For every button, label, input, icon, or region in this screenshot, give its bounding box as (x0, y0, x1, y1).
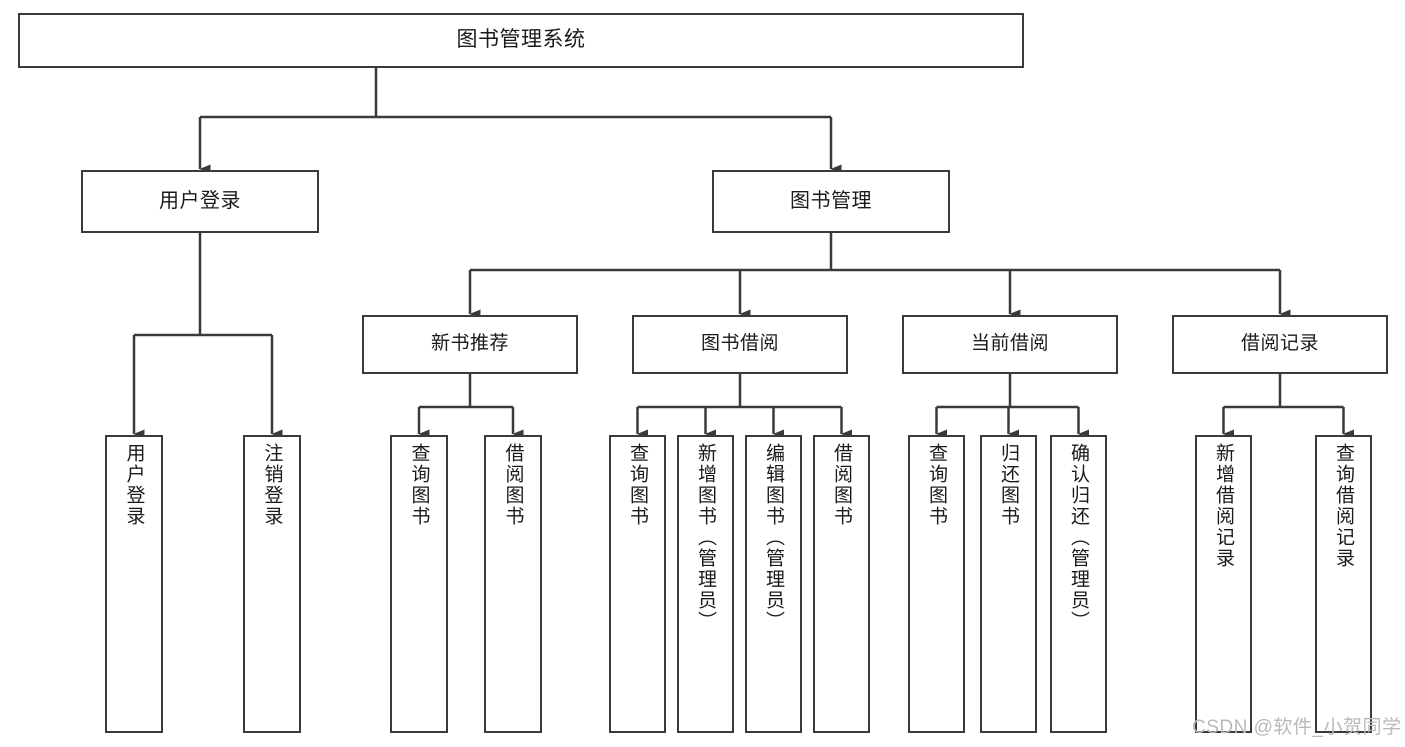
node-label: 确认归还（管理员） (1068, 443, 1089, 632)
node-leaf-13[interactable]: 查询借阅记录 (1315, 435, 1372, 733)
node-label: 借阅图书 (502, 443, 524, 527)
node-label: 借阅记录 (1240, 333, 1319, 355)
node-label: 归还图书 (998, 443, 1019, 527)
node-leaf-6[interactable]: 新增图书（管理员） (677, 435, 734, 733)
node-label: 图书管理 (790, 189, 872, 212)
node-label: 查询图书 (926, 443, 947, 527)
node-leaf-4[interactable]: 借阅图书 (484, 435, 542, 733)
node-label: 借阅图书 (831, 443, 852, 527)
node-leaf-10[interactable]: 归还图书 (980, 435, 1037, 733)
node-book-mgmt[interactable]: 图书管理 (712, 170, 950, 233)
node-label: 图书管理系统 (456, 28, 586, 52)
node-label: 编辑图书（管理员） (763, 443, 784, 632)
node-label: 注销登录 (261, 443, 283, 527)
node-label: 新增图书（管理员） (695, 443, 716, 632)
node-label: 用户登录 (123, 443, 145, 527)
node-current-borrow[interactable]: 当前借阅 (902, 315, 1118, 374)
node-label: 新增借阅记录 (1213, 443, 1234, 569)
node-label: 图书借阅 (700, 333, 779, 355)
node-leaf-8[interactable]: 借阅图书 (813, 435, 870, 733)
node-label: 查询图书 (408, 443, 430, 527)
node-leaf-12[interactable]: 新增借阅记录 (1195, 435, 1252, 733)
node-leaf-2[interactable]: 注销登录 (243, 435, 301, 733)
node-label: 查询借阅记录 (1333, 443, 1354, 569)
node-book-borrow[interactable]: 图书借阅 (632, 315, 848, 374)
node-root[interactable]: 图书管理系统 (18, 13, 1024, 68)
csdn-watermark: CSDN @软件_小贺同学 (1192, 717, 1402, 738)
node-leaf-7[interactable]: 编辑图书（管理员） (745, 435, 802, 733)
node-leaf-5[interactable]: 查询图书 (609, 435, 666, 733)
node-label: 查询图书 (627, 443, 648, 527)
node-leaf-9[interactable]: 查询图书 (908, 435, 965, 733)
node-leaf-11[interactable]: 确认归还（管理员） (1050, 435, 1107, 733)
node-new-book-rec[interactable]: 新书推荐 (362, 315, 578, 374)
node-label: 新书推荐 (430, 333, 509, 355)
node-leaf-3[interactable]: 查询图书 (390, 435, 448, 733)
node-leaf-1[interactable]: 用户登录 (105, 435, 163, 733)
node-label: 当前借阅 (970, 333, 1049, 355)
node-borrow-record[interactable]: 借阅记录 (1172, 315, 1388, 374)
node-user-login[interactable]: 用户登录 (81, 170, 319, 233)
node-label: 用户登录 (159, 189, 241, 212)
